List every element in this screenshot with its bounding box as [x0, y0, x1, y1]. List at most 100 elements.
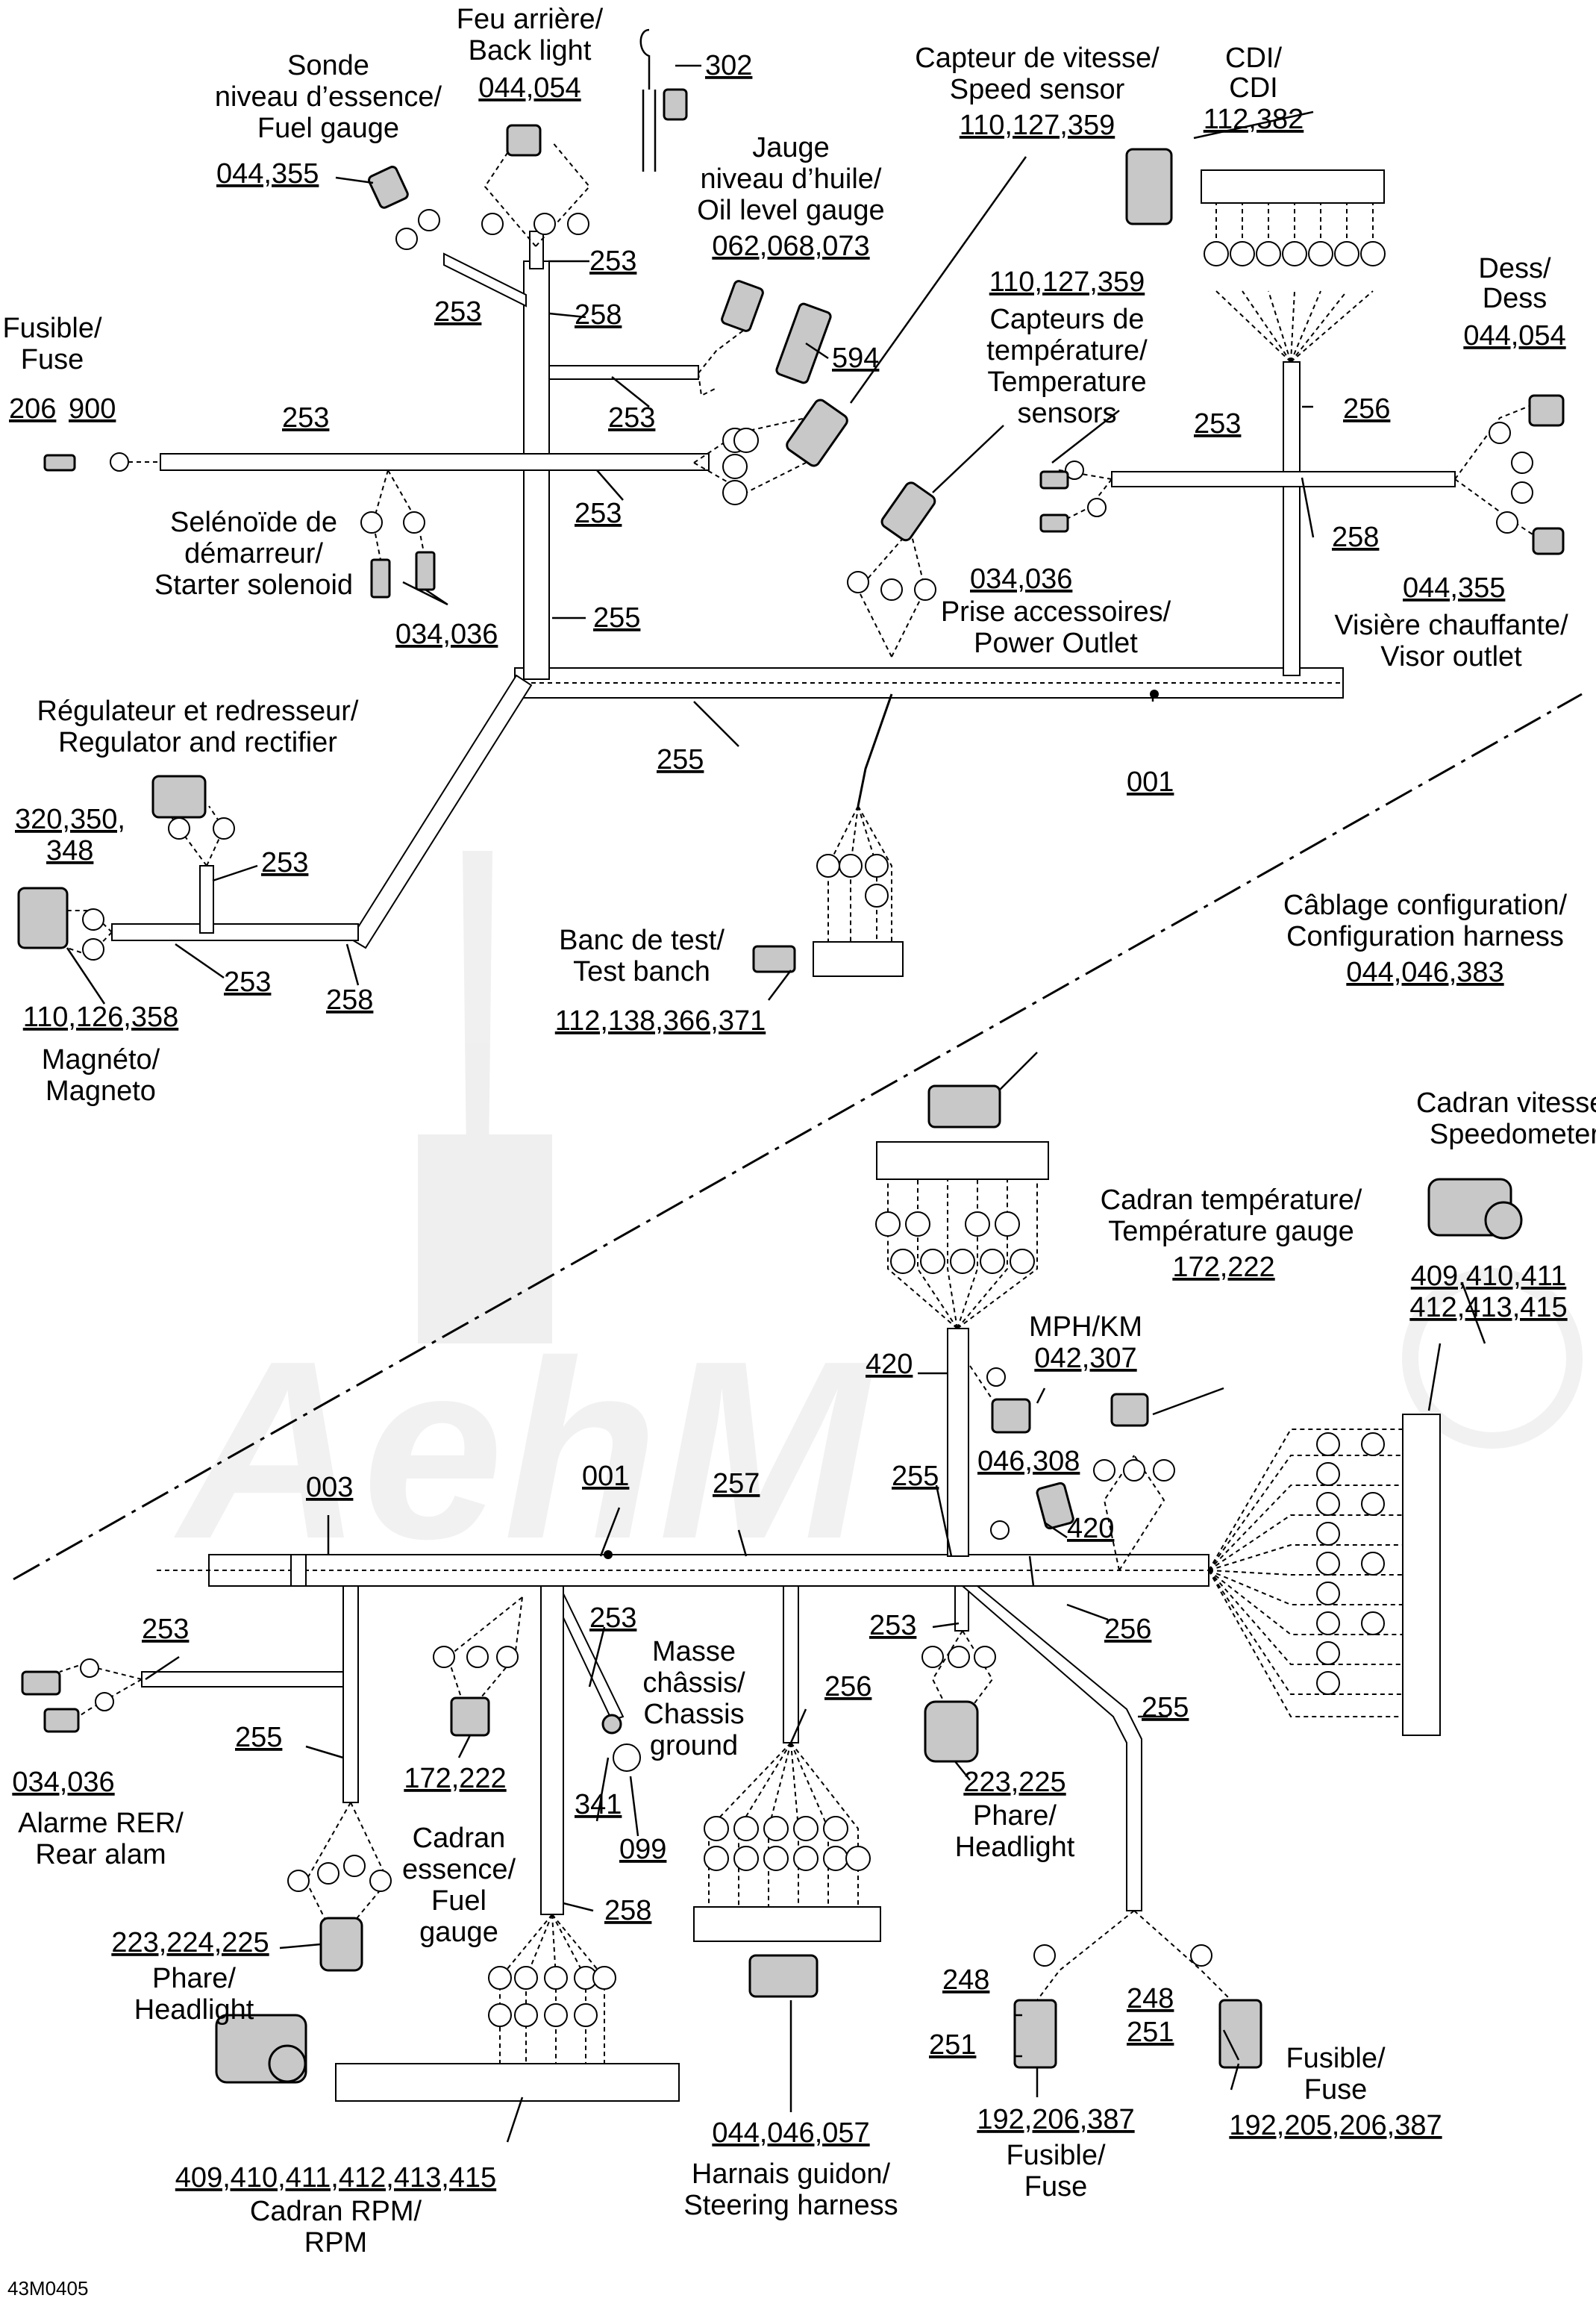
ref-099: 099: [619, 1834, 666, 1865]
ref-bot-003: 003: [306, 1472, 353, 1503]
leaders-bottom: [145, 1052, 1486, 2143]
label-cdi-fr: CDI/: [1225, 43, 1282, 74]
label-sonde-1: Sonde: [287, 50, 369, 81]
label-ground-3: Chassis: [643, 1699, 744, 1730]
ref-sonde: 044,355: [216, 158, 319, 190]
bottom-harness: [21, 1052, 1523, 2143]
ground-ring: [613, 1743, 641, 1772]
ref-bot-253-a: 253: [142, 1614, 189, 1645]
text-labels: Feu arrière/ Back light 044,054 302 Sond…: [2, 4, 1596, 2300]
ref-top-253-b: 253: [434, 296, 481, 328]
ref-top-258-a: 258: [575, 299, 622, 331]
drawing-code: 43M0405: [7, 2277, 88, 2300]
label-headlight-left-en: Headlight: [134, 1994, 254, 2026]
top-harness: [17, 28, 1565, 1005]
ref-594: 594: [832, 343, 879, 374]
label-fuse-right-en: Fuse: [1304, 2074, 1367, 2105]
rpm-pin-strip: [335, 2063, 680, 2102]
label-jauge-1: Jauge: [752, 132, 830, 163]
ref-fuse-left: 192,206,387: [977, 2104, 1134, 2135]
ref-fuse-900: 900: [69, 393, 116, 425]
ref-bot-253-b: 253: [589, 1602, 636, 1634]
fuse-holder-top: [43, 454, 76, 472]
ref-top-258-right: 258: [1332, 522, 1379, 553]
harness-253-left: [160, 453, 710, 471]
ref-fuse-right-251: 251: [1127, 2017, 1174, 2048]
ref-top-255: 255: [593, 602, 640, 634]
label-speedometer-en: Speedometer: [1430, 1119, 1596, 1150]
label-rpm-en: RPM: [304, 2227, 367, 2258]
ref-fuse-206: 206: [9, 393, 56, 425]
ref-top-253-d: 253: [575, 498, 622, 529]
label-visor-en: Visor outlet: [1380, 641, 1522, 672]
label-steering-en: Steering harness: [683, 2190, 898, 2221]
cdi-vertical-trunk: [1283, 361, 1301, 676]
ref-top-253-mag: 253: [224, 967, 271, 998]
label-rear-alarm-en: Rear alam: [35, 1839, 166, 1870]
label-solenoid-3: Starter solenoid: [154, 569, 353, 601]
watermark-text: AehM: [171, 1308, 876, 1592]
ref-rpm: 409,410,411,412,413,415: [175, 2162, 496, 2194]
mph-km-connector: [991, 1398, 1031, 1434]
ref-headlight-right: 223,225: [963, 1767, 1065, 1798]
ref-bot-001: 001: [582, 1461, 629, 1492]
label-visor-fr: Visière chauffante/: [1334, 610, 1568, 641]
label-regulator-en: Regulator and rectifier: [58, 727, 337, 758]
temp-gauge-connector: [1110, 1393, 1149, 1427]
label-ground-2: châssis/: [642, 1667, 745, 1699]
solenoid-terminal-a: [370, 558, 391, 599]
ref-302-loop: [639, 28, 651, 90]
fuse-left-holder: [1013, 1999, 1057, 2069]
label-ground-1: Masse: [652, 1636, 736, 1667]
ref-bot-420-b: 420: [1067, 1513, 1114, 1544]
ref-bot-256-b: 256: [1104, 1614, 1151, 1645]
label-back-light-en: Back light: [469, 35, 592, 66]
fuse-right-holder: [1218, 1999, 1262, 2069]
label-sonde-2: niveau d’essence/: [215, 81, 442, 113]
label-headlight-left-fr: Phare/: [152, 1963, 236, 1994]
label-config-en: Configuration harness: [1286, 921, 1564, 952]
ref-bot-258: 258: [604, 1895, 651, 1926]
label-outlet-en: Power Outlet: [974, 628, 1138, 659]
label-regulator-fr: Régulateur et redresseur/: [37, 696, 359, 727]
label-fuel-gauge-1: Cadran: [413, 1823, 506, 1854]
label-test-bench-en: Test banch: [573, 956, 710, 987]
temperature-sensor-connector: [880, 481, 936, 542]
headlight-right-connector: [924, 1700, 979, 1763]
label-speedometer-fr: Cadran vitesse/: [1416, 1087, 1596, 1119]
connectors-top: [17, 28, 1565, 973]
wire-color-tags-top: [82, 209, 1533, 961]
config-harness-connector: [927, 1084, 1001, 1128]
wire-color-tags-bottom: [80, 1211, 1385, 2027]
label-headlight-right-fr: Phare/: [973, 1800, 1057, 1832]
ref-top-253-right: 253: [1194, 408, 1241, 440]
label-config-fr: Câblage configuration/: [1283, 890, 1568, 921]
ref-speedometer-1: 409,410,411: [1411, 1261, 1567, 1292]
steering-pin-strip: [693, 1906, 881, 1942]
ref-fuse-right-248: 248: [1127, 1983, 1174, 2014]
connector-172-222: [450, 1696, 490, 1737]
ref-speedometer-2: 412,413,415: [1409, 1292, 1567, 1323]
ref-top-253-reg: 253: [261, 847, 308, 878]
label-outlet-fr: Prise accessoires/: [941, 596, 1171, 628]
ref-regulator-1: 320,350,: [15, 804, 125, 835]
label-temp-3: Temperature: [987, 366, 1146, 398]
oil-level-connector: [721, 280, 764, 332]
ref-bot-257: 257: [713, 1468, 760, 1499]
label-magneto-fr: Magnéto/: [42, 1044, 160, 1075]
label-fuel-gauge-3: Fuel: [431, 1885, 486, 1917]
speed-sensor-connector: [786, 399, 848, 467]
label-fuse-right-fr: Fusible/: [1286, 2043, 1385, 2074]
label-fuel-gauge-2: essence/: [402, 1854, 516, 1885]
magneto-connector: [17, 887, 69, 949]
label-sonde-3: Fuel gauge: [257, 113, 399, 144]
config-pin-strip: [876, 1141, 1049, 1180]
ref-mph-km: 042,307: [1034, 1343, 1136, 1374]
connector-046-308: [1036, 1482, 1074, 1530]
ref-bot-253-c: 253: [869, 1610, 916, 1641]
ref-top-255-b: 255: [657, 744, 704, 775]
ref-top-253-a: 253: [589, 246, 636, 277]
rear-alarm-connector-b: [43, 1708, 80, 1733]
